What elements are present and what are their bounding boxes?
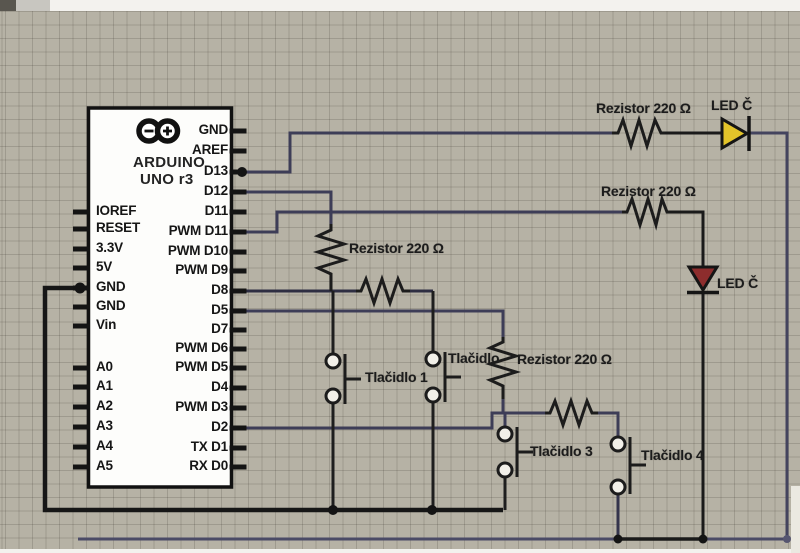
frame-corner-smudge-light: [16, 0, 50, 11]
button1-actuator: [343, 354, 361, 404]
right-pin-label: RX D0: [189, 458, 228, 473]
led-yellow-label: LED Č: [711, 97, 753, 113]
button1-terminal-bottom: [324, 387, 342, 405]
arduino-board[interactable]: [73, 106, 247, 489]
resistor2-label: Rezistor 220 Ω: [601, 183, 696, 199]
button3-terminal-bottom: [496, 461, 514, 479]
junction-dots: [74, 167, 791, 544]
left-pin-label: A2: [96, 398, 113, 413]
junction-d13: [237, 167, 247, 177]
resistor5-label: Rezistor 220 Ω: [517, 351, 612, 367]
button-4[interactable]: [609, 435, 646, 496]
wire-d13[interactable]: [246, 131, 612, 174]
left-pin-label: 3.3V: [96, 240, 123, 255]
resistor-2[interactable]: [622, 193, 670, 231]
button2-actuator: [443, 352, 461, 402]
right-pin-label: TX D1: [190, 439, 228, 454]
left-pin-label: Vin: [96, 317, 117, 332]
right-pin-label: D2: [211, 419, 228, 434]
left-pin-label: A1: [96, 378, 113, 393]
led-yellow[interactable]: [720, 116, 751, 151]
resistor1-label: Rezistor 220 Ω: [596, 100, 691, 116]
resistor-1[interactable]: [612, 114, 665, 152]
led-red[interactable]: [686, 265, 720, 295]
button1-label: Tlačidlo 1: [365, 369, 428, 385]
left-pin-label: A0: [96, 359, 113, 374]
button2-terminal-bottom: [424, 386, 442, 404]
junction-gnd: [74, 282, 86, 294]
board-title-arduino: ARDUINO: [133, 154, 206, 171]
button1-terminal-top: [324, 352, 342, 370]
button3-terminal-top: [496, 425, 514, 443]
led-red-label: LED Č: [717, 275, 759, 291]
resistor-3[interactable]: [312, 224, 350, 291]
frame-right-strip: [791, 486, 800, 553]
button4-label: Tlačidlo 4: [641, 447, 704, 463]
button4-terminal-top: [609, 435, 627, 453]
wire-resistor6-to-button4[interactable]: [596, 411, 620, 437]
junction-button4-bus: [613, 534, 623, 544]
resistor3-label: Rezistor 220 Ω: [349, 240, 444, 256]
right-pin-label: D7: [211, 321, 228, 336]
resistor-5[interactable]: [484, 337, 522, 399]
button2-terminal-top: [424, 350, 442, 368]
wire-pwm-d11[interactable]: [246, 210, 622, 234]
resistor-4[interactable]: [356, 274, 410, 308]
right-pin-label: PWM D11: [168, 223, 229, 238]
right-pin-label: PWM D5: [175, 359, 228, 374]
left-pin-label: A3: [96, 418, 113, 433]
right-pin-label: D8: [211, 282, 228, 297]
right-pin-label: AREF: [192, 142, 228, 157]
wire-d12[interactable]: [246, 190, 333, 224]
right-pin-label: D11: [204, 203, 229, 218]
led-red-triangle-icon: [686, 265, 720, 293]
right-pin-label: PWM D10: [167, 243, 228, 258]
button-1[interactable]: [324, 352, 361, 405]
left-pin-label: A4: [96, 438, 113, 453]
button2-label: Tlačidlo: [448, 350, 500, 366]
resistor-6[interactable]: [545, 396, 598, 430]
right-pin-label: D13: [203, 163, 228, 178]
right-pin-label: D5: [211, 302, 228, 317]
right-pin-label: D12: [203, 183, 228, 198]
arduino-logo-icon: [136, 118, 181, 144]
left-pin-label: GND: [96, 279, 126, 294]
frame-top-strip: [0, 0, 800, 11]
left-pin-label: A5: [96, 458, 113, 473]
junction-led-red-bus: [698, 534, 708, 544]
button3-label: Tlačidlo 3: [530, 443, 593, 459]
button-3[interactable]: [496, 425, 533, 479]
ground-bus-wire[interactable]: [42, 285, 503, 513]
left-pin-label: IOREF: [96, 203, 137, 218]
frame-corner-smudge: [0, 0, 16, 11]
wire-resistor2-to-led[interactable]: [668, 210, 705, 268]
arduino-board-outline: [86, 106, 234, 489]
right-pin-label: PWM D9: [175, 262, 228, 277]
button4-actuator: [628, 437, 646, 494]
frame-bottom-strip: [0, 549, 800, 553]
wire-d5[interactable]: [246, 309, 505, 337]
left-pin-label: RESET: [96, 220, 141, 235]
junction-button1-gnd: [328, 505, 338, 515]
button3-actuator: [515, 427, 533, 477]
right-pin-label: GND: [198, 122, 229, 137]
button4-terminal-bottom: [609, 478, 627, 496]
right-pin-label: D4: [211, 379, 228, 394]
right-pin-label: PWM D6: [175, 340, 228, 355]
left-pin-label: GND: [96, 298, 126, 313]
junction-led-yellow-bus: [783, 535, 791, 543]
led-yellow-triangle-icon: [720, 116, 750, 151]
wire-d2[interactable]: [246, 411, 547, 430]
right-pin-label: PWM D3: [175, 399, 228, 414]
button-2[interactable]: [424, 350, 461, 404]
junction-button2-gnd: [427, 505, 437, 515]
wire-led-yellow-return[interactable]: [748, 131, 789, 539]
board-title-uno: UNO r3: [140, 171, 194, 188]
left-pin-label: 5V: [96, 259, 113, 274]
